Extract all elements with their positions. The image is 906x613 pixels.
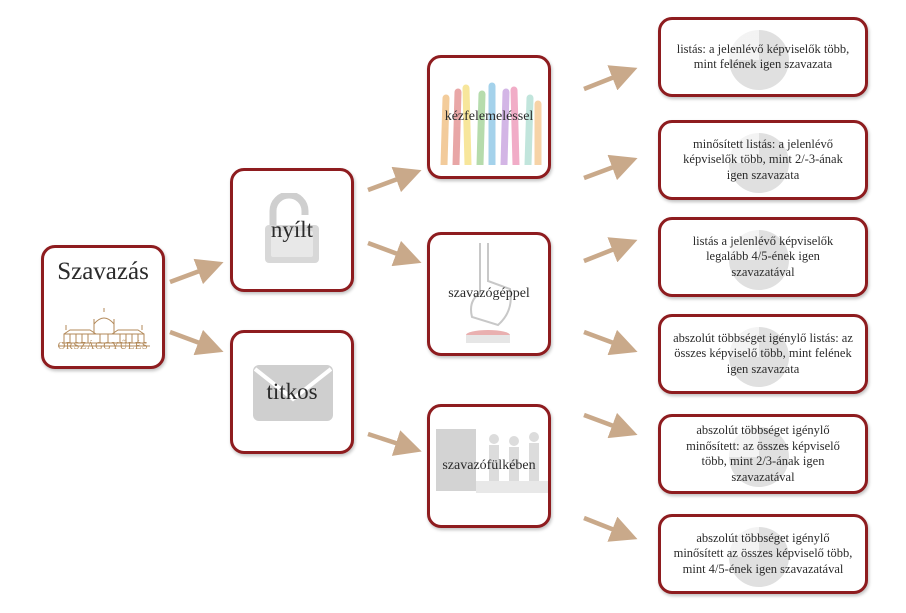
pie-chart-icon	[729, 327, 789, 387]
arrow-booth-r6	[583, 515, 638, 542]
arrow-booth-r5	[583, 412, 638, 439]
mode-hand: kézfelemeléssel	[427, 55, 551, 179]
arrow-open-hand	[367, 166, 422, 193]
raised-hands-icon	[440, 82, 542, 165]
pie-chart-icon	[729, 527, 789, 587]
mode-hand-label: kézfelemeléssel	[444, 109, 534, 124]
mode-machine-label: szavazógéppel	[448, 286, 530, 301]
pie-chart-icon	[729, 427, 789, 487]
pie-chart-icon	[729, 133, 789, 193]
mode-booth: szavazófülkében	[427, 404, 551, 528]
pie-chart-icon	[729, 30, 789, 90]
pie-chart-icon	[729, 230, 789, 290]
arrow-root-secret	[169, 329, 224, 356]
method-secret: titkos	[230, 330, 354, 454]
rule-5: abszolút többséget igénylő minősített: a…	[658, 414, 868, 494]
mode-booth-label: szavazófülkében	[442, 458, 536, 473]
arrow-secret-booth	[367, 430, 422, 456]
finger-pressing-button-icon	[466, 243, 512, 343]
mode-machine: szavazógéppel	[427, 232, 551, 356]
rule-2: minősített listás: a jelenlévő képviselő…	[658, 120, 868, 200]
arrow-machine-r4	[583, 329, 638, 356]
rule-3-text: listás a jelenlévő képviselők legalább 4…	[692, 233, 834, 279]
rule-4: abszolút többséget igénylő listás: az ös…	[658, 314, 868, 394]
method-open-label: nyílt	[270, 217, 314, 242]
parliament-building-icon	[58, 308, 150, 347]
root-title: Szavazás	[57, 258, 149, 285]
rule-1: listás: a jelenlévő képviselők több, min…	[658, 17, 868, 97]
open-padlock-icon	[265, 193, 319, 263]
rule-5-text: abszolút többséget igénylő minősített: a…	[686, 423, 840, 484]
rule-4-text: abszolút többséget igénylő listás: az ös…	[673, 330, 853, 376]
rule-2-text: minősített listás: a jelenlévő képviselő…	[683, 136, 843, 182]
rule-6: abszolút többséget igénylő minősített az…	[658, 514, 868, 594]
arrow-hand-r1	[583, 65, 638, 92]
method-secret-label: titkos	[266, 379, 318, 404]
logo-text: ORSZÁGGYŰLÉS	[57, 341, 149, 352]
rule-3: listás a jelenlévő képviselők legalább 4…	[658, 217, 868, 297]
arrow-open-machine	[367, 240, 422, 267]
arrow-root-open	[169, 258, 224, 285]
arrow-hand-r2	[583, 154, 638, 181]
arrow-machine-r3	[583, 237, 638, 264]
method-open: nyílt	[230, 168, 354, 292]
voting-booth-icon	[436, 429, 548, 493]
rule-6-text: abszolút többséget igénylő minősített az…	[673, 530, 853, 576]
rule-1-text: listás: a jelenlévő képviselők több, min…	[676, 41, 850, 72]
root-node-szavazas: Szavazás ORSZÁGGYŰLÉS	[41, 245, 165, 369]
envelope-icon	[253, 365, 333, 421]
